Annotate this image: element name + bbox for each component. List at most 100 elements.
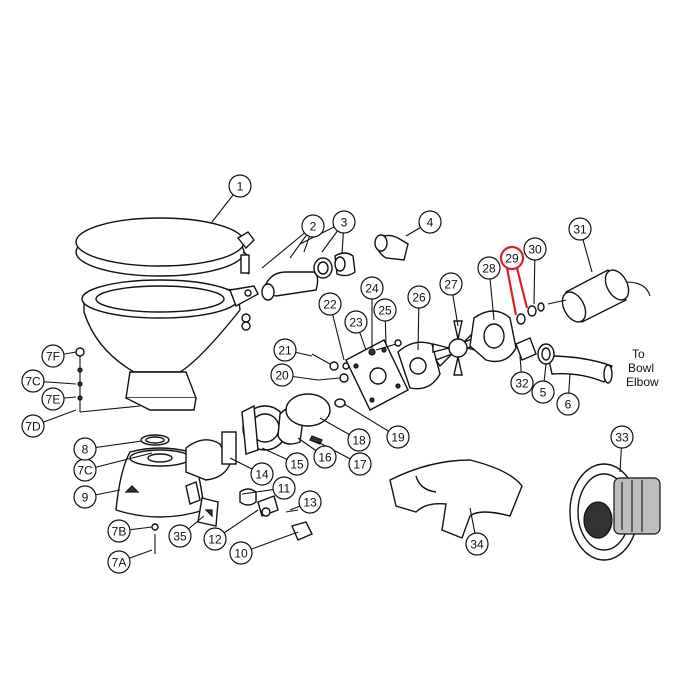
callout-20: 20 (270, 363, 294, 387)
callout-circle-11 (272, 476, 296, 500)
callout-circle-16 (313, 445, 337, 469)
annotation-line-2: Bowl (628, 361, 654, 375)
callout-circle-25 (373, 298, 397, 322)
callout-18: 18 (347, 428, 371, 452)
callout-circle-8 (73, 437, 97, 461)
callout-7F: 7F (41, 344, 65, 368)
annotation-line-1: To (632, 347, 645, 361)
callout-4: 4 (418, 210, 442, 234)
callout-label-7B: 7B (112, 525, 127, 539)
callout-label-7C2: 7C (77, 464, 93, 478)
callout-circle-9 (73, 485, 97, 509)
callout-13: 13 (298, 490, 322, 514)
part-cover-34 (389, 459, 523, 539)
callout-10: 10 (229, 541, 253, 565)
callout-label-2: 2 (310, 220, 317, 234)
callout-label-25: 25 (378, 304, 392, 318)
callout-label-33: 33 (615, 431, 629, 445)
callout-circle-22 (318, 292, 342, 316)
callout-circle-3 (332, 210, 356, 234)
callout-label-32: 32 (515, 377, 529, 391)
callout-circle-19 (386, 425, 410, 449)
callout-label-13: 13 (303, 496, 317, 510)
callout-7C2: 7C (73, 458, 97, 482)
callout-7E: 7E (41, 387, 65, 411)
callout-label-29: 29 (505, 252, 519, 266)
part-elbow-4 (374, 234, 409, 261)
part-fastener-24-25 (368, 339, 402, 356)
callout-label-20: 20 (275, 369, 289, 383)
callout-label-7A: 7A (112, 556, 127, 570)
part-switch-33 (569, 463, 661, 561)
part-toilet-bowl (81, 279, 259, 411)
callout-circle-6 (556, 392, 580, 416)
callout-28: 28 (477, 256, 501, 280)
callout-circle-13 (298, 490, 322, 514)
callout-24: 24 (360, 276, 384, 300)
callout-circle-31 (568, 217, 592, 241)
callout-12: 12 (203, 527, 227, 551)
callout-circle-14 (250, 462, 274, 486)
callout-6: 6 (556, 392, 580, 416)
callout-circle-21 (273, 338, 297, 362)
callout-22: 22 (318, 292, 342, 316)
callout-label-21: 21 (278, 344, 292, 358)
callout-label-10: 10 (234, 547, 248, 561)
callout-circle-18 (347, 428, 371, 452)
callout-circle-2 (301, 214, 325, 238)
callout-circle-1 (228, 174, 252, 198)
callout-5: 5 (531, 380, 555, 404)
callout-16: 16 (313, 445, 337, 469)
callout-35: 35 (168, 524, 192, 548)
callout-label-14: 14 (255, 468, 269, 482)
callout-21: 21 (273, 338, 297, 362)
callout-label-6: 6 (565, 398, 572, 412)
part-washer-19 (334, 398, 346, 408)
callout-circle-7D (21, 414, 45, 438)
callout-7B: 7B (107, 519, 131, 543)
callout-1: 1 (228, 174, 252, 198)
part-pump-cover-28 (469, 310, 517, 363)
part-motor-31 (547, 269, 651, 323)
callout-label-3: 3 (341, 216, 348, 230)
callout-3: 3 (332, 210, 356, 234)
callout-14: 14 (250, 462, 274, 486)
callout-label-7D: 7D (25, 420, 41, 434)
callout-label-34: 34 (470, 538, 484, 552)
callout-7D: 7D (21, 414, 45, 438)
callout-label-16: 16 (318, 451, 332, 465)
callout-label-8: 8 (82, 443, 89, 457)
callout-label-5: 5 (540, 386, 547, 400)
callout-label-27: 27 (444, 278, 458, 292)
callout-circle-24 (360, 276, 384, 300)
part-screws-20-21 (311, 353, 350, 383)
callout-circle-34 (465, 532, 489, 556)
part-small-parts-10-13-35 (197, 488, 313, 541)
callout-circle-7A (107, 550, 131, 574)
callout-8: 8 (73, 437, 97, 461)
callout-29: 29 (499, 245, 525, 271)
callout-33: 33 (610, 425, 634, 449)
callout-circle-7C (21, 369, 45, 393)
callout-circle-32 (510, 371, 534, 395)
callout-circle-7B (107, 519, 131, 543)
highlight-leader-29-1 (515, 267, 529, 309)
callout-26: 26 (407, 285, 431, 309)
callout-circle-15 (285, 452, 309, 476)
callout-label-19: 19 (391, 431, 405, 445)
callout-25: 25 (373, 298, 397, 322)
callout-circle-7E (41, 387, 65, 411)
callout-circle-23 (344, 310, 368, 334)
callout-label-7F: 7F (46, 350, 60, 364)
callout-circle-7F (41, 344, 65, 368)
callout-label-7E: 7E (46, 393, 61, 407)
part-flange-ring-8 (140, 434, 170, 446)
callout-7C: 7C (21, 369, 45, 393)
part-pump-housing-14-15 (185, 404, 288, 481)
callout-circle-4 (418, 210, 442, 234)
callout-circle-20 (270, 363, 294, 387)
callout-17: 17 (348, 452, 372, 476)
